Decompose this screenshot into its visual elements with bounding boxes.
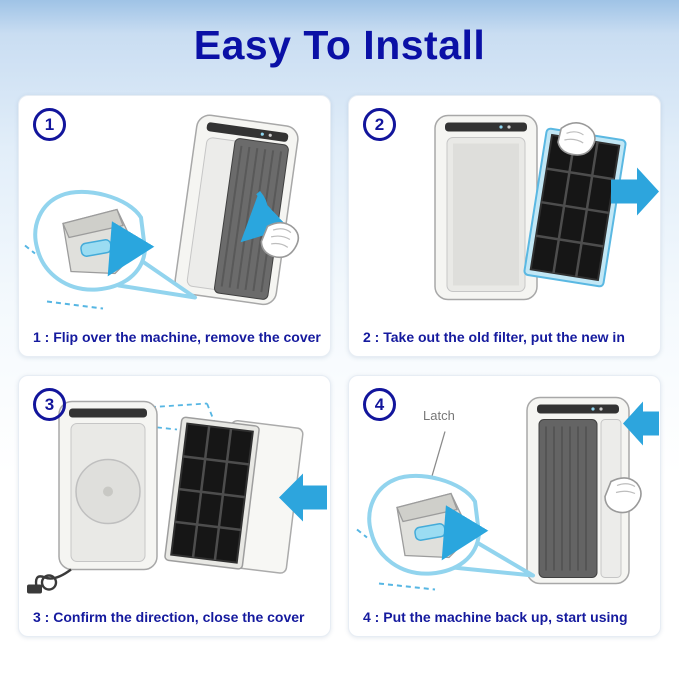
latch-label: Latch: [423, 408, 455, 423]
hand: [604, 477, 642, 514]
step2-illustration: [434, 114, 659, 301]
air-purifier: [526, 396, 642, 585]
step4-illustration: [356, 396, 659, 591]
mesh-cover: [538, 419, 598, 578]
power-cord: [27, 568, 72, 594]
dashed-guide: [378, 582, 436, 591]
air-purifier: [434, 114, 538, 301]
step-caption: 4 : Put the machine back up, start using: [363, 609, 628, 625]
plug: [27, 584, 42, 594]
step-caption: 3 : Confirm the direction, close the cov…: [33, 609, 305, 625]
dashed-guide: [46, 300, 104, 310]
arrow-left-icon: [623, 401, 659, 446]
control-panel: [445, 122, 527, 132]
step-number-badge: 3: [33, 388, 66, 421]
step-caption: 1 : Flip over the machine, remove the co…: [33, 329, 321, 345]
arrow-right-icon: [611, 167, 659, 216]
latch-arrow-icon: [107, 221, 155, 277]
step-panel-2: 2: [348, 95, 661, 357]
air-purifier: [174, 114, 300, 306]
air-purifier: [58, 400, 158, 571]
steps-grid: 1: [18, 95, 661, 637]
hand: [260, 221, 300, 259]
step3-illustration: [27, 400, 327, 594]
hand: [557, 122, 596, 156]
step-panel-1: 1: [18, 95, 331, 357]
dashed-guide: [114, 402, 208, 411]
old-filter: [523, 122, 627, 288]
latch-callout: [33, 190, 197, 300]
dashed-guide: [206, 403, 216, 424]
dashed-guide: [138, 424, 178, 431]
curved-arrow-icon: [240, 191, 289, 243]
step-caption: 2 : Take out the old filter, put the new…: [363, 329, 625, 345]
latch-arrow-icon: [441, 505, 489, 561]
control-panel: [69, 408, 147, 418]
step-number-badge: 1: [33, 108, 66, 141]
page-title: Easy To Install: [193, 22, 486, 68]
control-panel: [537, 404, 619, 414]
latch-callout: [367, 474, 535, 578]
step1-illustration: [24, 114, 300, 310]
step-panel-3: 3: [18, 375, 331, 637]
new-filter: [164, 416, 260, 570]
step-number-badge: 4: [363, 388, 396, 421]
step-number-badge: 2: [363, 108, 396, 141]
dashed-guide: [356, 528, 368, 539]
latch-leader-line: [430, 431, 446, 480]
arrow-left-icon: [279, 473, 327, 522]
control-panel: [206, 122, 289, 142]
step-panel-4: 4 Latch: [348, 375, 661, 637]
dashed-guide: [24, 244, 36, 255]
